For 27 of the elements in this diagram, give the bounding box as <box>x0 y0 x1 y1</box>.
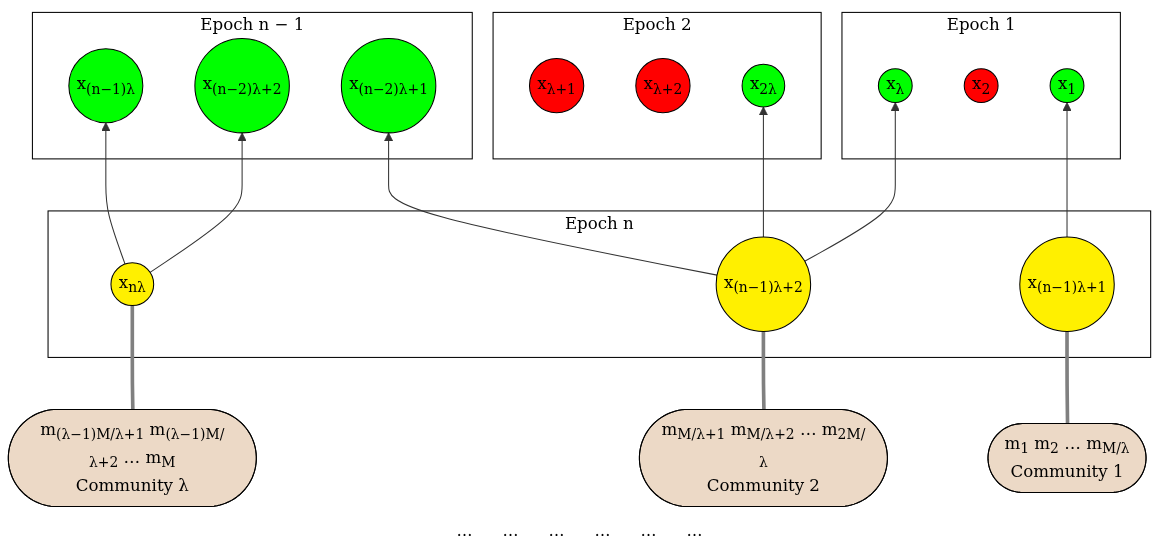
arrow <box>1062 102 1072 238</box>
ellipsis-text: … <box>640 521 657 540</box>
node-circle: x$_{(n−2)λ+2}$ <box>194 37 290 134</box>
ellipsis-text: … <box>686 521 703 540</box>
ellipsis-text: … <box>456 521 473 540</box>
node-circle: x$_{(n−1)λ+1}$ <box>1019 236 1115 332</box>
ellipsis-text: … <box>502 521 519 540</box>
node-circle: x$_{λ+2}$ <box>635 58 691 114</box>
arrow <box>384 132 718 276</box>
node-circle: x$_{(n−1)λ+2}$ <box>715 236 812 332</box>
ellipsis-text: … <box>548 521 565 540</box>
connector <box>761 331 766 410</box>
arrow <box>804 102 900 262</box>
node-circle: x$_{(n−2)λ+1}$ <box>340 37 437 134</box>
node-circle: x$_{2}$ <box>963 68 999 104</box>
node-circle: x$_{2λ}$ <box>741 63 786 108</box>
node-circle: x$_{λ+1}$ <box>528 58 585 114</box>
node-circle: x$_{λ}$ <box>877 68 913 104</box>
connector <box>1065 331 1070 425</box>
node-circle: x$_{1}$ <box>1049 68 1085 104</box>
node-circle: x$_{(n−1)λ}$ <box>68 48 144 124</box>
arrow <box>149 132 247 273</box>
arrow <box>101 122 126 265</box>
arrow <box>758 106 768 238</box>
connector <box>130 305 135 410</box>
node-circle: x$_{nλ}$ <box>110 262 155 307</box>
ellipsis-text: … <box>594 521 611 540</box>
